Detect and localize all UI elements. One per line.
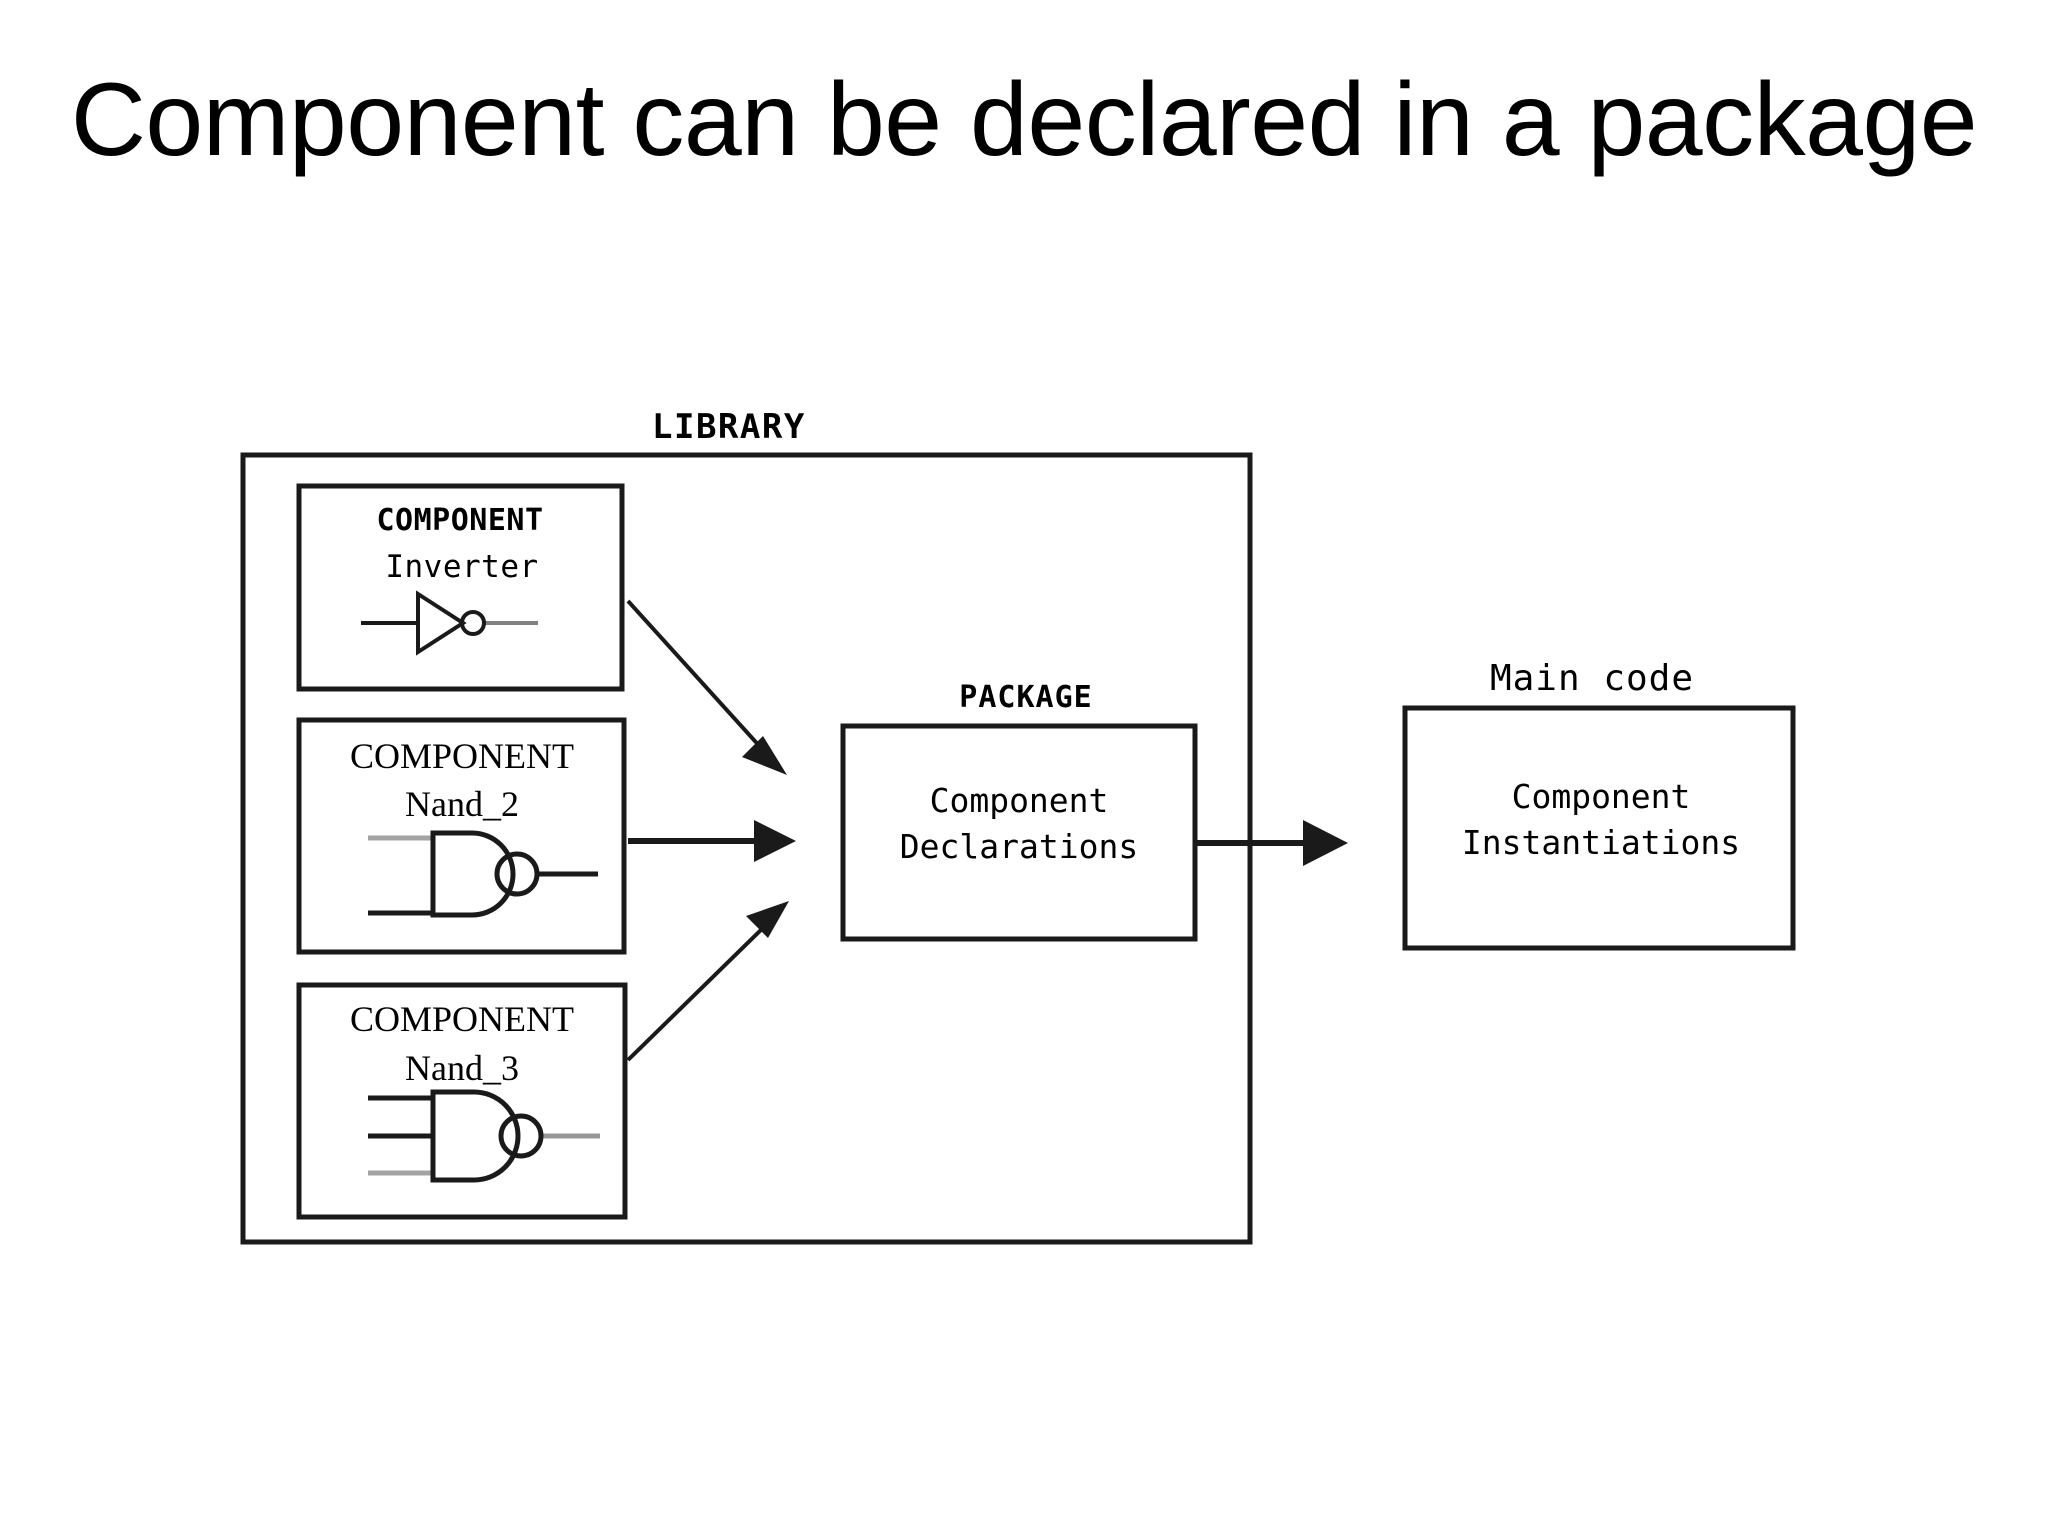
inverter-gate-icon — [361, 590, 538, 656]
main-code-line-2: Instantiations — [1462, 823, 1740, 862]
package-line-2: Declarations — [900, 827, 1138, 866]
arrow-nand2-to-package — [628, 820, 796, 862]
component-inverter-header: COMPONENT — [376, 503, 543, 538]
main-code-box — [1402, 705, 1796, 951]
main-code-label: Main code — [1490, 658, 1694, 699]
component-card-nand2[interactable]: COMPONENT Nand_2 — [296, 717, 627, 955]
main-code-line-1: Component — [1512, 777, 1691, 816]
library-box — [240, 452, 1253, 1245]
nand-gate-2-icon — [368, 830, 598, 918]
main-code-group[interactable]: Main code Component Instantiations — [1402, 658, 1796, 951]
package-line-1: Component — [930, 781, 1109, 820]
component-nand3-name: Nand_3 — [405, 1048, 519, 1088]
arrow-nand3-to-package — [626, 901, 789, 1062]
component-nand2-box — [296, 717, 627, 955]
nand-gate-3-icon — [368, 1089, 600, 1183]
component-nand3-header: COMPONENT — [350, 999, 574, 1039]
component-nand2-name: Nand_2 — [405, 784, 519, 824]
component-nand2-header: COMPONENT — [350, 736, 574, 776]
arrow-inverter-to-package — [626, 599, 787, 775]
package-box — [840, 723, 1198, 942]
library-label: LIBRARY — [652, 407, 806, 447]
component-inverter-box — [296, 483, 625, 692]
package-group[interactable]: PACKAGE Component Declarations — [840, 680, 1198, 942]
page-title: Component can be declared in a package — [70, 62, 1978, 178]
component-card-inverter[interactable]: COMPONENT Inverter — [296, 483, 625, 692]
arrow-package-to-main — [1196, 820, 1348, 866]
component-nand3-box — [296, 982, 628, 1220]
package-label: PACKAGE — [959, 680, 1092, 715]
component-inverter-name: Inverter — [385, 549, 538, 585]
component-card-nand3[interactable]: COMPONENT Nand_3 — [296, 982, 628, 1220]
